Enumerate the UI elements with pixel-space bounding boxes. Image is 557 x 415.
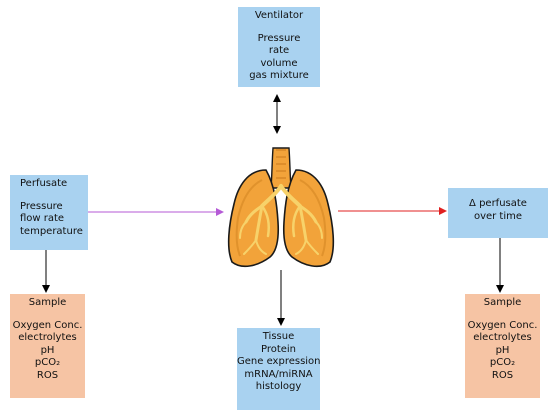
perfusate-item: flow rate <box>20 213 65 224</box>
sample-right-item: ROS <box>491 369 514 381</box>
tissue-item: Tissue <box>262 331 295 342</box>
sample-left-item: pH <box>40 344 55 356</box>
tissue-item: Gene expression <box>237 356 321 367</box>
ventilator-item: gas mixture <box>249 70 309 81</box>
sample-left-item: ROS <box>36 369 59 381</box>
ventilator-title: Ventilator <box>254 10 304 21</box>
perfusate-title: Perfusate <box>20 178 68 189</box>
delta-perfusate-box: Δ perfusate over time <box>448 188 548 238</box>
tissue-box: Tissue Protein Gene expression mRNA/miRN… <box>237 328 321 410</box>
sample-right-title: Sample <box>483 297 522 308</box>
sample-right-item: pCO₂ <box>489 357 516 368</box>
delta-perfusate-line1: Δ perfusate <box>469 198 527 209</box>
perfusate-box: Perfusate Pressure flow rate temperature <box>10 175 88 250</box>
perfusate-item: temperature <box>20 225 83 237</box>
sample-left-box: Sample Oxygen Conc. electrolytes pH pCO₂… <box>10 294 85 398</box>
sample-left-item: electrolytes <box>18 332 77 343</box>
tissue-item: histology <box>255 381 302 392</box>
sample-right-box: Sample Oxygen Conc. electrolytes pH pCO₂… <box>465 294 540 398</box>
lungs-icon <box>227 147 335 268</box>
sample-right-item: electrolytes <box>473 332 532 343</box>
sample-right-item: Oxygen Conc. <box>467 319 538 331</box>
tissue-item: mRNA/miRNA <box>244 368 313 380</box>
sample-left-item: Oxygen Conc. <box>12 319 83 331</box>
sample-left-item: pCO₂ <box>34 357 61 368</box>
sample-right-item: pH <box>495 344 510 356</box>
delta-perfusate-line2: over time <box>473 210 523 222</box>
ventilator-item: volume <box>260 57 298 69</box>
perfusate-item: Pressure <box>20 200 63 212</box>
sample-left-title: Sample <box>28 297 67 308</box>
ventilator-item: Pressure <box>257 32 301 44</box>
ventilator-box: Ventilator Pressure rate volume gas mixt… <box>238 7 320 87</box>
ventilator-item: rate <box>268 45 290 56</box>
tissue-item: Protein <box>260 343 297 355</box>
